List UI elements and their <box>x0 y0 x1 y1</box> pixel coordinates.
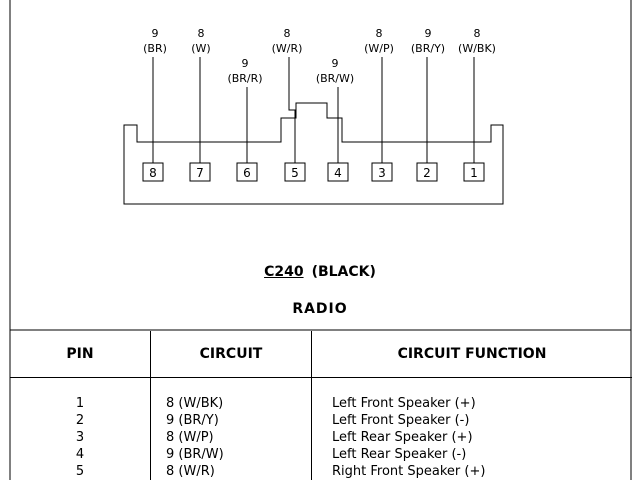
wire-color-label: (W/R) <box>272 42 303 55</box>
function-cell: Left Rear Speaker (-) <box>332 447 467 462</box>
wire-color-label: (BR/Y) <box>411 42 445 55</box>
pin-cell: 3 <box>10 429 151 446</box>
cavity-number: 4 <box>334 166 342 180</box>
component-name: RADIO <box>292 301 348 317</box>
wire-gauge-label: 8 <box>376 27 383 40</box>
wire-gauge-label: 9 <box>425 27 432 40</box>
wire-label-group: 9 (BR) 8 (W) 9 (BR/R) 8 (W/R) 9 (BR/W) 8 (W/P) 9 (BR/… <box>143 27 496 85</box>
function-cell: Right Front Speaker (+) <box>332 464 486 479</box>
circuit-cell: 8 (W/P) <box>150 429 312 446</box>
wire-gauge-label: 8 <box>198 27 205 40</box>
wire-gauge-label: 8 <box>284 27 291 40</box>
cavity-number: 8 <box>149 166 157 180</box>
header-pin: PIN <box>10 331 151 378</box>
function-cell: Left Front Speaker (-) <box>332 413 470 428</box>
pin-cell: 1 <box>10 377 151 412</box>
circuit-cell: 9 (BR/Y) <box>150 412 312 429</box>
wire-color-label: (W/BK) <box>458 42 496 55</box>
cavity-number: 6 <box>243 166 251 180</box>
wire-color-label: (BR/W) <box>316 72 354 85</box>
table-header-row: PIN CIRCUIT CIRCUIT FUNCTION <box>10 331 632 378</box>
function-cell: Left Front Speaker (+) <box>332 396 476 411</box>
connector-id: C240 <box>264 264 304 280</box>
circuit-cell: 8 (W/R) <box>150 463 312 480</box>
wire-color-label: (W/P) <box>364 42 394 55</box>
circuit-cell: 9 (BR/W) <box>150 446 312 463</box>
wire-line <box>288 57 296 163</box>
connector-title: C240 (BLACK) <box>0 264 640 280</box>
wire-color-label: (BR) <box>143 42 167 55</box>
cavity-number: 2 <box>423 166 431 180</box>
connector-body-outline <box>123 102 504 205</box>
circuit-cell: 8 (W/BK) <box>150 377 312 412</box>
connector-color: (BLACK) <box>311 264 376 280</box>
wire-color-label: (BR/R) <box>227 72 262 85</box>
wire-gauge-label: 9 <box>332 57 339 70</box>
wire-gauge-label: 8 <box>474 27 481 40</box>
pin-cell: 2 <box>10 412 151 429</box>
function-cell: Left Rear Speaker (+) <box>332 430 473 445</box>
wire-group <box>152 57 475 163</box>
cavity-number: 7 <box>196 166 204 180</box>
pin-cell: 5 <box>10 463 151 480</box>
cavity-number: 5 <box>291 166 299 180</box>
cavity-group: 8 7 6 5 4 3 2 1 <box>142 162 485 182</box>
cavity-number: 1 <box>470 166 478 180</box>
header-circuit: CIRCUIT <box>150 331 312 378</box>
cavity-number: 3 <box>378 166 386 180</box>
pin-cell: 4 <box>10 446 151 463</box>
wire-color-label: (W) <box>191 42 210 55</box>
wire-gauge-label: 9 <box>152 27 159 40</box>
wire-gauge-label: 9 <box>242 57 249 70</box>
header-circuit-function: CIRCUIT FUNCTION <box>311 331 632 378</box>
